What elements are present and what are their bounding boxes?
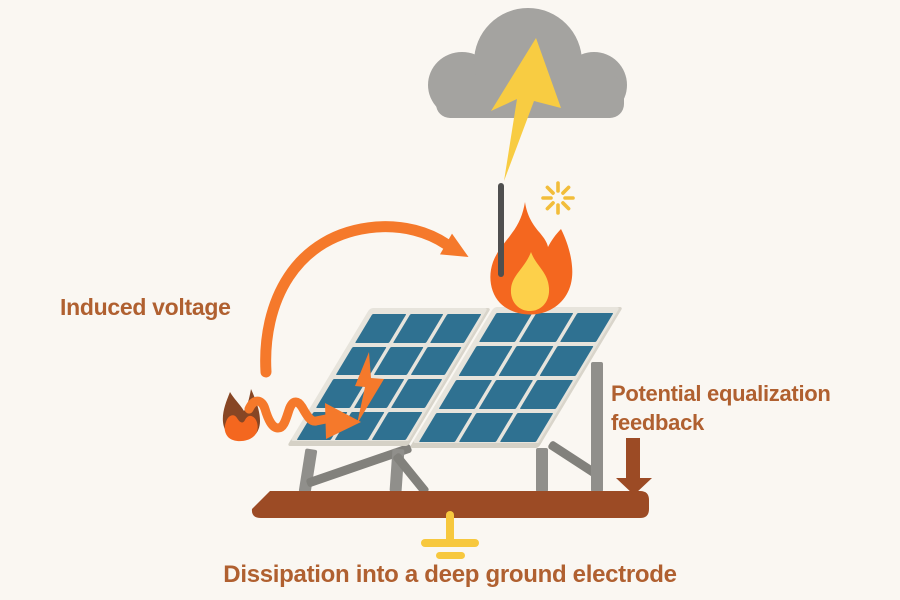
air-termination-rod xyxy=(498,183,504,277)
equalization-down-arrow-icon xyxy=(616,438,652,495)
panel-arc-bolt-icon xyxy=(355,352,384,424)
induced-voltage-label: Induced voltage xyxy=(60,294,231,320)
spark-icon xyxy=(541,181,575,215)
support-post xyxy=(591,362,603,492)
ground-bar xyxy=(251,491,649,518)
dissipation-label: Dissipation into a deep ground electrode xyxy=(223,561,677,588)
lightning-strike-arrow-icon xyxy=(491,38,561,181)
surge-wave-arrow-icon xyxy=(244,396,361,439)
fire-icon xyxy=(490,202,573,315)
potential-equalization-label: Potential equalization feedback xyxy=(611,381,831,435)
support-leg xyxy=(536,448,548,492)
